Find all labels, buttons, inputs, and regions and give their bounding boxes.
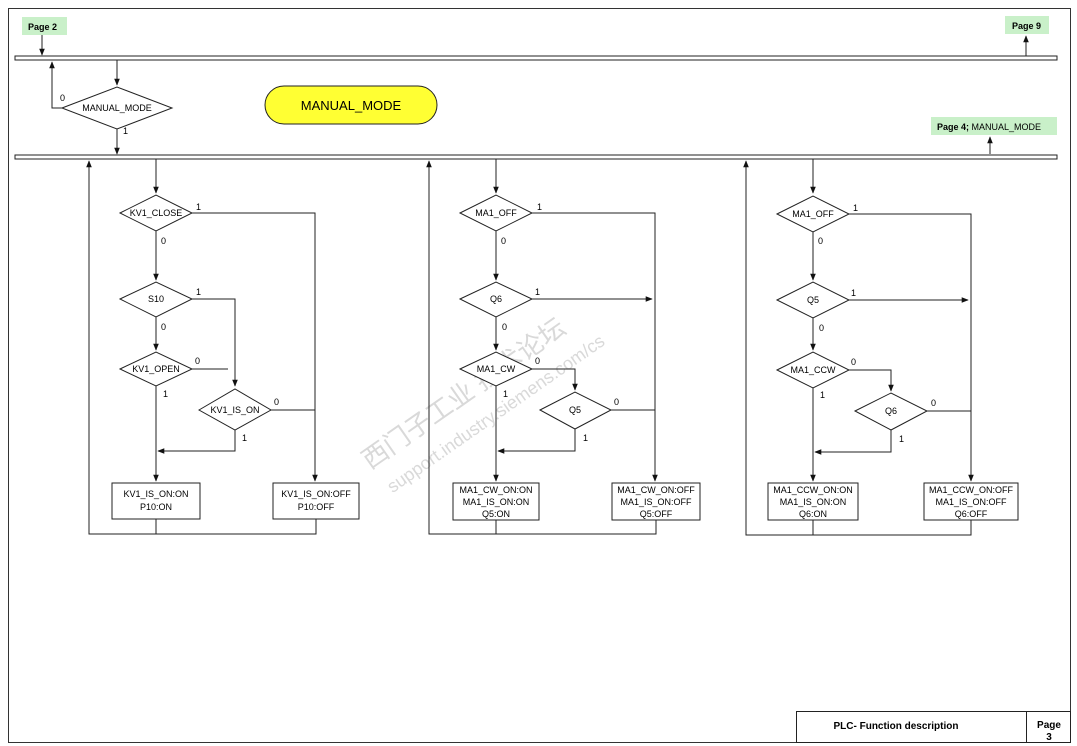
svg-text:KV1_IS_ON:OFF: KV1_IS_ON:OFF (281, 489, 351, 499)
svg-text:MA1_CCW_ON:ON: MA1_CCW_ON:ON (773, 485, 853, 495)
page-ref-page4-tag[interactable] (931, 117, 1057, 135)
svg-text:MA1_IS_ON:OFF: MA1_IS_ON:OFF (935, 497, 1007, 507)
svg-text:Q6:OFF: Q6:OFF (955, 509, 988, 519)
svg-text:0: 0 (535, 356, 540, 366)
svg-text:1: 1 (503, 389, 508, 399)
svg-text:1: 1 (820, 390, 825, 400)
svg-text:Q5:ON: Q5:ON (482, 509, 510, 519)
footer-description-cell (796, 711, 1027, 743)
svg-text:0: 0 (818, 236, 823, 246)
svg-text:1: 1 (123, 126, 128, 136)
svg-text:Q5: Q5 (807, 295, 819, 305)
page-ref-prev[interactable]: Page 2 (28, 22, 57, 32)
action-ma1-ccw-off (923, 482, 1019, 521)
svg-text:1: 1 (899, 434, 904, 444)
footer-page-number: 3 (1046, 732, 1052, 743)
action-kv1-on (111, 482, 201, 520)
svg-text:MA1_CCW_ON:OFF: MA1_CCW_ON:OFF (929, 485, 1014, 495)
svg-text:0: 0 (502, 322, 507, 332)
section-ma1-cw: MA1_OFF 1 0 Q6 1 0 MA1_CW 0 1 Q5 0 1 MA1… (426, 159, 701, 535)
svg-text:1: 1 (537, 202, 542, 212)
svg-text:KV1_OPEN: KV1_OPEN (132, 364, 180, 374)
title-pill-label: MANUAL_MODE (301, 98, 402, 113)
page-ref-next-tag[interactable] (1005, 16, 1049, 34)
svg-text:0: 0 (931, 398, 936, 408)
svg-text:MA1_OFF: MA1_OFF (792, 209, 834, 219)
decision-manual-mode (60, 86, 174, 130)
svg-text:MA1_CW_ON:ON: MA1_CW_ON:ON (459, 485, 532, 495)
svg-text:P10:ON: P10:ON (140, 502, 172, 512)
svg-text:0: 0 (60, 93, 65, 103)
svg-text:1: 1 (851, 288, 856, 298)
svg-text:Q6:ON: Q6:ON (799, 509, 827, 519)
svg-text:0: 0 (819, 323, 824, 333)
svg-text:0: 0 (614, 397, 619, 407)
top-bus (14, 55, 1058, 61)
svg-text:KV1_IS_ON:ON: KV1_IS_ON:ON (123, 489, 188, 499)
svg-text:1: 1 (196, 202, 201, 212)
svg-text:MA1_IS_ON:OFF: MA1_IS_ON:OFF (620, 497, 692, 507)
svg-text:S10: S10 (148, 294, 164, 304)
svg-text:1: 1 (853, 203, 858, 213)
svg-text:MA1_CW: MA1_CW (477, 364, 516, 374)
svg-text:MA1_IS_ON:ON: MA1_IS_ON:ON (463, 497, 530, 507)
svg-text:Q6: Q6 (490, 294, 502, 304)
svg-text:MA1_CW_ON:OFF: MA1_CW_ON:OFF (617, 485, 695, 495)
page-frame (8, 8, 1071, 743)
footer-page-cell (1026, 711, 1071, 743)
page-ref-next[interactable]: Page 9 (1012, 21, 1041, 31)
page-ref-page4[interactable]: Page 4; MANUAL_MODE (937, 122, 1041, 132)
page-ref-prev-tag[interactable] (22, 17, 67, 35)
svg-text:0: 0 (274, 397, 279, 407)
svg-text:1: 1 (196, 287, 201, 297)
svg-text:1: 1 (163, 389, 168, 399)
svg-text:KV1_CLOSE: KV1_CLOSE (130, 208, 183, 218)
action-ma1-cw-on (452, 482, 540, 521)
svg-text:MA1_OFF: MA1_OFF (475, 208, 517, 218)
svg-text:Q5:OFF: Q5:OFF (640, 509, 673, 519)
svg-text:1: 1 (583, 433, 588, 443)
title-pill (264, 85, 438, 125)
svg-text:1: 1 (242, 433, 247, 443)
footer-page-label: Page (1037, 720, 1061, 731)
svg-text:0: 0 (161, 236, 166, 246)
section-ma1-ccw: MA1_OFF 1 0 Q5 1 0 MA1_CCW 0 1 Q6 0 1 MA… (743, 159, 1019, 536)
action-ma1-cw-off (611, 482, 701, 521)
footer-description: PLC- Function description (834, 721, 959, 732)
svg-text:0: 0 (195, 356, 200, 366)
svg-text:MA1_CCW: MA1_CCW (790, 365, 836, 375)
action-ma1-ccw-on (767, 482, 859, 521)
svg-text:P10:OFF: P10:OFF (298, 502, 335, 512)
svg-text:1: 1 (535, 287, 540, 297)
svg-text:0: 0 (161, 322, 166, 332)
svg-text:0: 0 (851, 357, 856, 367)
svg-text:KV1_IS_ON: KV1_IS_ON (210, 405, 259, 415)
svg-text:MA1_IS_ON:ON: MA1_IS_ON:ON (780, 497, 847, 507)
svg-text:0: 0 (501, 236, 506, 246)
svg-text:MANUAL_MODE: MANUAL_MODE (82, 103, 152, 113)
svg-text:Q5: Q5 (569, 405, 581, 415)
section-kv1: KV1_CLOSE 1 0 S10 1 0 KV1_OPEN 0 1 KV1_I… (86, 159, 360, 535)
main-bus (14, 154, 1058, 160)
svg-text:Q6: Q6 (885, 406, 897, 416)
